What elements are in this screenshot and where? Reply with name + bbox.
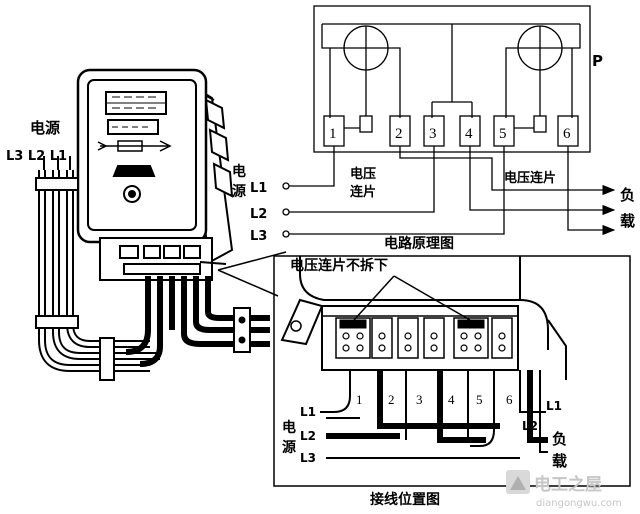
watermark: 电工之屋 diangongwu.com — [506, 470, 622, 509]
wir-line-l3: L3 — [300, 451, 316, 465]
wir-load-label: 负 载 — [552, 430, 567, 470]
sch-terminal-2: 2 — [395, 126, 403, 142]
wiring-caption: 接线位置图 — [370, 491, 440, 508]
sch-terminal-4: 4 — [465, 126, 473, 142]
wiring-terminal-labels: 1 2 3 4 5 6 — [356, 392, 513, 407]
sch-terminal-3: 3 — [429, 126, 437, 142]
schematic-terminal-labels: 1 2 3 4 5 6 — [329, 126, 571, 142]
sch-link-left-label: 电压 连片 — [350, 166, 376, 200]
schematic — [282, 5, 616, 238]
wir-terminal-4: 4 — [448, 392, 455, 407]
meter-p-label: P — [592, 52, 603, 70]
sch-link-left-1: 电压 — [350, 166, 376, 182]
watermark-title: 电工之屋 — [534, 474, 602, 495]
schematic-source-vertical: 电 源 — [232, 163, 246, 200]
sch-load-char-2: 载 — [620, 212, 635, 230]
wir-terminal-5: 5 — [476, 392, 483, 407]
wir-source-char-1: 电 — [282, 419, 296, 436]
meter-illustration — [76, 68, 234, 281]
sch-load-label: 负 载 — [620, 186, 635, 230]
sch-terminal-6: 6 — [563, 126, 571, 142]
watermark-url: diangongwu.com — [536, 498, 622, 509]
sch-source-char-1: 电 — [232, 163, 246, 180]
sch-line-l1: L1 — [250, 181, 267, 196]
wir-load-char-2: 载 — [552, 452, 567, 470]
wir-terminal-3: 3 — [416, 392, 423, 407]
sch-source-char-2: 源 — [232, 183, 246, 200]
wir-right-l1: L1 — [546, 399, 562, 413]
wiring-detail — [273, 255, 631, 487]
wir-terminal-6: 6 — [506, 392, 513, 407]
left-phase-labels: L3 L2 L1 — [6, 149, 67, 164]
wir-source-vertical: 电 源 — [282, 419, 296, 456]
wiring-callout: 电压连片不拆下 — [290, 257, 388, 274]
wir-line-l1: L1 — [300, 405, 316, 419]
wir-line-l2: L2 — [300, 429, 316, 443]
sch-load-char-1: 负 — [620, 186, 635, 204]
schematic-caption: 电路原理图 — [384, 235, 454, 252]
source-cables — [35, 156, 287, 381]
wir-terminal-2: 2 — [388, 392, 395, 407]
sch-link-left-2: 连片 — [350, 184, 376, 200]
sch-line-l3: L3 — [250, 229, 267, 244]
sch-line-l2: L2 — [250, 207, 267, 222]
wir-terminal-1: 1 — [356, 392, 363, 407]
sch-link-right-label: 电压连片 — [504, 170, 556, 186]
left-source-title: 电源 — [30, 119, 60, 137]
wir-source-char-2: 源 — [282, 439, 296, 456]
sch-terminal-5: 5 — [499, 126, 507, 142]
wir-right-l2: L2 — [522, 419, 538, 433]
sch-terminal-1: 1 — [329, 126, 337, 142]
wir-load-char-1: 负 — [552, 430, 567, 448]
